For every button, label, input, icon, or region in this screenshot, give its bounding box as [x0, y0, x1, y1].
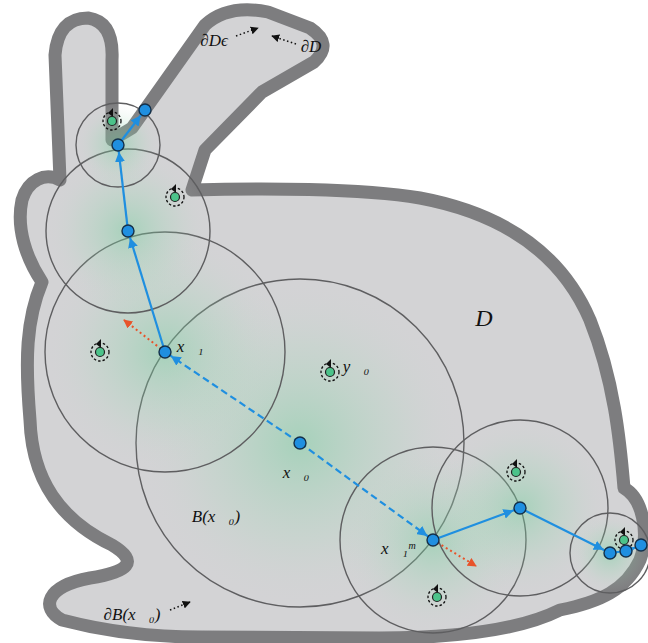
leader-lines [170, 28, 296, 610]
ball [570, 513, 648, 593]
math-label: ∂B(x⃗₀) [104, 606, 161, 623]
walk-point [620, 545, 632, 557]
walk-point [604, 547, 616, 559]
step [433, 508, 520, 540]
red-dotted-arrow [124, 320, 165, 352]
leader-arrow [170, 602, 190, 610]
source-symbol [321, 359, 339, 381]
walk-point [514, 502, 526, 514]
math-label: ∂Dϵ [200, 32, 228, 49]
source-symbol [166, 184, 184, 206]
source-symbol [428, 584, 446, 606]
walk-points [112, 104, 647, 559]
math-label: D [475, 306, 492, 330]
bunny-domain [20, 10, 644, 638]
leader-arrow [272, 36, 296, 44]
math-label: x⃗₁ [177, 338, 204, 355]
leader-arrow [236, 28, 258, 36]
source-symbol [507, 459, 525, 481]
direction-arrows [124, 320, 476, 566]
balls [45, 103, 648, 633]
walk-point [112, 139, 124, 151]
walk-point [122, 225, 134, 237]
math-label: ∂D [301, 38, 322, 55]
step [118, 145, 128, 231]
math-label: x⃗₁ᵐ [381, 540, 415, 557]
dashed-step [165, 352, 300, 443]
step [520, 508, 610, 553]
walk-point [139, 104, 151, 116]
step [128, 231, 165, 352]
math-label: B(x⃗₀) [192, 508, 240, 525]
math-label: x⃗₀ [283, 464, 310, 481]
walk-point [635, 539, 647, 551]
walk-point [294, 437, 306, 449]
red-dotted-arrow [433, 540, 476, 566]
walk-point [159, 346, 171, 358]
walk-point [427, 534, 439, 546]
math-label: y⃗₀ [343, 358, 370, 375]
dashed-step [300, 443, 433, 540]
ball [76, 103, 160, 187]
source-symbol [91, 339, 109, 361]
walk-steps [118, 110, 642, 553]
source-symbol [103, 108, 121, 130]
source-points [91, 108, 633, 606]
